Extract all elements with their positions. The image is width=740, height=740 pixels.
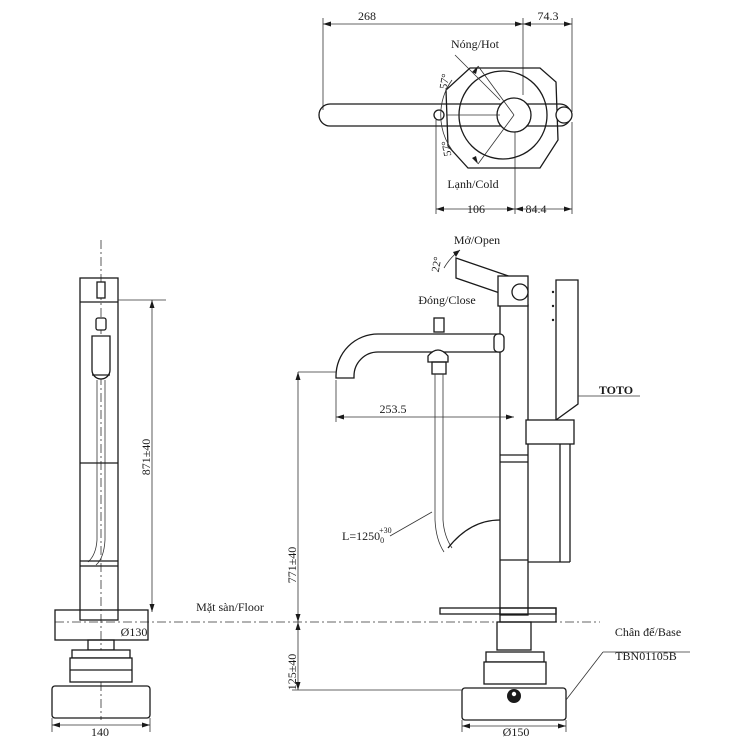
dim-74-3: 74.3 xyxy=(538,9,559,23)
dim-871: 871±40 xyxy=(139,439,153,476)
dim-253-5: 253.5 xyxy=(380,402,407,416)
front-base xyxy=(461,687,567,721)
angle-hot: 57° xyxy=(438,73,452,90)
label-close: Đóng/Close xyxy=(418,293,475,307)
dim-268: 268 xyxy=(358,9,376,23)
side-view: 871±40 Ø130 140 xyxy=(51,240,166,739)
brand-toto-logo: TOTO xyxy=(599,383,633,397)
lever-handle-top xyxy=(318,103,572,127)
angle-open: 22° xyxy=(430,256,444,273)
top-view: 268 74.3 Nóng/Hot Lạnh/Cold 57° 57° 106 … xyxy=(318,9,573,216)
dim-125: 125±40 xyxy=(285,654,299,691)
dim-diameter-150: Ø150 xyxy=(503,725,530,739)
dim-140: 140 xyxy=(91,725,109,739)
dim-diameter-130: Ø130 xyxy=(121,625,148,639)
floor-label: Mặt sàn/Floor xyxy=(196,600,264,614)
dim-84-4: 84.4 xyxy=(526,202,547,216)
label-hot: Nóng/Hot xyxy=(451,37,500,51)
hose-length: L=12500+30 xyxy=(342,526,392,545)
floor-line: Mặt sàn/Floor xyxy=(55,600,600,623)
label-open: Mở/Open xyxy=(454,233,500,247)
front-view: TOTO Mở/Open 22° Đóng/Close 253.5 L=1250… xyxy=(285,233,690,739)
side-base xyxy=(51,685,151,719)
dim-771: 771±40 xyxy=(285,547,299,584)
handshower-holder xyxy=(525,419,575,445)
valve-body-outline xyxy=(445,67,559,169)
label-base-model: TBN01105B xyxy=(615,649,677,663)
dim-106: 106 xyxy=(467,202,485,216)
angle-cold: 57° xyxy=(440,140,454,157)
label-cold: Lạnh/Cold xyxy=(447,177,498,191)
side-spout-cap xyxy=(91,335,111,380)
handshower xyxy=(555,279,579,422)
front-column xyxy=(499,304,529,616)
side-column xyxy=(79,277,119,621)
front-spout xyxy=(335,333,500,379)
label-base: Chân đế/Base xyxy=(615,625,681,639)
